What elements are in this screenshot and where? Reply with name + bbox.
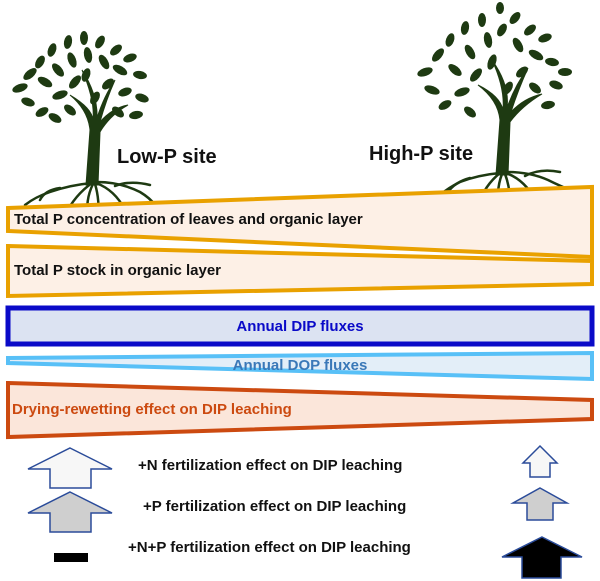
high-p-n-effect-arrow-icon xyxy=(521,444,559,478)
legend-p-fertilization-label: +P fertilization effect on DIP leaching xyxy=(143,498,407,515)
low-p-tree-icon xyxy=(12,31,157,224)
band-annual-dop-label: Annual DOP fluxes xyxy=(232,357,368,374)
high-p-np-effect-arrow-icon xyxy=(501,536,583,579)
low-p-n-effect-arrow-icon xyxy=(27,447,113,489)
band-total-p-stock-shape xyxy=(6,243,594,299)
band-drying-rewetting-shape xyxy=(6,380,594,440)
band-drying-rewetting-label: Drying-rewetting effect on DIP leaching xyxy=(12,401,292,418)
low-p-np-no-effect-dash-icon xyxy=(54,553,88,562)
band-annual-dop-shape xyxy=(6,350,594,382)
band-total-p-concentration-label: Total P concentration of leaves and orga… xyxy=(14,211,363,228)
band-annual-dip-shape xyxy=(5,305,595,347)
band-total-p-stock-label: Total P stock in organic layer xyxy=(14,262,222,279)
low-p-site-label: Low-P site xyxy=(117,146,217,168)
high-p-p-effect-arrow-icon xyxy=(510,487,570,521)
legend-n-fertilization-label: +N fertilization effect on DIP leaching xyxy=(138,457,403,474)
high-p-site-label: High-P site xyxy=(369,143,474,165)
band-annual-dip-label: Annual DIP fluxes xyxy=(236,318,364,335)
low-p-p-effect-arrow-icon xyxy=(27,491,113,533)
legend-np-fertilization-label: +N+P fertilization effect on DIP leachin… xyxy=(128,539,411,556)
band-total-p-concentration-shape xyxy=(6,184,594,260)
